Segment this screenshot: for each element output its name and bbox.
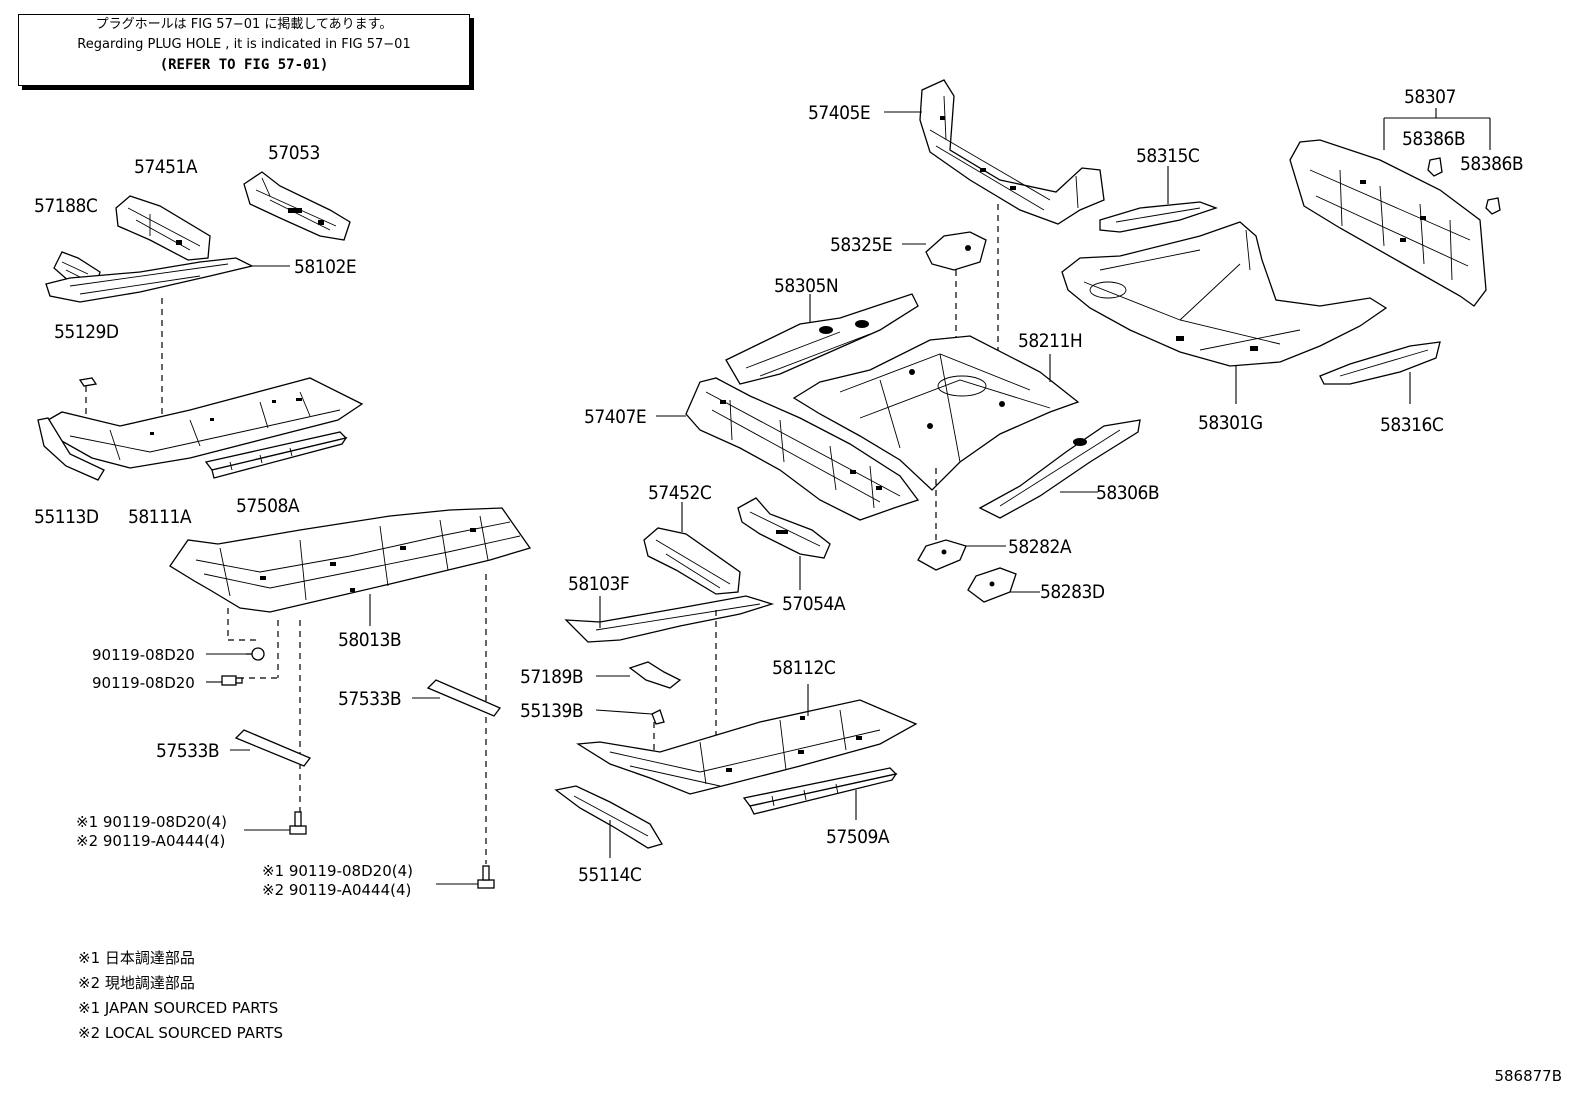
label-58103F: 58103F [568,573,629,595]
label-57407E: 57407E [584,406,646,428]
part-57533B-right-drawing [426,679,502,717]
label-58325E: 58325E [830,234,892,256]
part-57452C-drawing [643,527,741,595]
bolt-right-drawing [477,865,495,889]
label-90119-lower: 90119-08D20 [92,674,195,692]
label-58316C: 58316C [1380,414,1444,436]
part-57053-drawing [243,171,351,241]
part-57405E-drawing [919,79,1105,225]
label-58102E: 58102E [294,256,356,278]
label-58013B: 58013B [338,629,401,651]
label-57509A: 57509A [826,826,890,848]
label-55139B: 55139B [520,700,583,722]
part-57054A-drawing [737,497,831,559]
label-58111A: 58111A [128,506,192,528]
figure-number: 586877B [1494,1067,1562,1085]
part-57451A-drawing [115,195,211,261]
label-bolt-right-local: ※2 90119-A0444(4) [262,881,411,899]
part-57508A-drawing [204,431,348,479]
part-57533B-left-drawing [234,729,312,767]
part-58111A-drawing [47,377,364,469]
plug-hole-note: プラグホールは FIG 57−01 に掲載してあります。 Regarding P… [18,14,470,86]
part-55129D-drawing [78,377,98,387]
bolt-left-drawing [289,811,307,835]
label-58315C: 58315C [1136,145,1200,167]
label-58386B-right: 58386B [1460,153,1523,175]
label-58386B-left: 58386B [1402,128,1465,150]
part-58316C-drawing [1319,341,1441,385]
note-line-japanese: プラグホールは FIG 57−01 に掲載してあります。 [95,17,393,32]
label-57508A: 57508A [236,495,300,517]
label-58211H: 58211H [1018,330,1082,352]
label-58283D: 58283D [1040,581,1105,603]
bolt-lower-drawing [221,675,243,686]
label-57533B-right: 57533B [338,688,401,710]
part-58386B-left-drawing [1427,157,1443,177]
part-57189B-drawing [628,661,682,689]
part-58386B-right-drawing [1485,197,1501,215]
part-58282A-drawing [917,539,967,571]
label-58305N: 58305N [774,275,838,297]
part-58325E-drawing [925,231,987,271]
note-line-refer: (REFER TO FIG 57-01) [159,57,329,73]
part-58301G-drawing [1061,221,1388,367]
part-58013B-drawing [169,507,532,613]
part-58112C-drawing [576,699,918,795]
legend-japan-en: ※1 JAPAN SOURCED PARTS [78,999,279,1017]
label-58112C: 58112C [772,657,836,679]
label-58306B: 58306B [1096,482,1159,504]
label-57188C: 57188C [34,195,98,217]
part-57407E-drawing [685,377,920,521]
legend-local-en: ※2 LOCAL SOURCED PARTS [78,1024,283,1042]
bolt-upper-drawing [246,647,265,661]
part-57509A-drawing [742,767,898,815]
part-58307-drawing [1289,139,1487,307]
sourcing-legend: ※1 日本調達部品 ※2 現地調達部品 ※1 JAPAN SOURCED PAR… [78,946,283,1046]
label-55114C: 55114C [578,864,642,886]
label-57405E: 57405E [808,102,870,124]
label-58307: 58307 [1404,86,1456,108]
label-57189B: 57189B [520,666,583,688]
label-bolt-left-local: ※2 90119-A0444(4) [76,832,225,850]
part-58306B-drawing [978,419,1141,519]
part-55113D-drawing [37,417,105,481]
part-58211H-drawing [792,335,1080,491]
label-57533B-left: 57533B [156,740,219,762]
label-58301G: 58301G [1198,412,1263,434]
label-58282A: 58282A [1008,536,1072,558]
label-90119-upper: 90119-08D20 [92,646,195,664]
label-55129D: 55129D [54,321,119,343]
legend-japan-jp: ※1 日本調達部品 [78,949,195,967]
part-58305N-drawing [725,293,919,385]
part-58315C-drawing [1099,201,1218,233]
label-57054A: 57054A [782,593,846,615]
part-55139B-drawing [651,709,665,725]
part-58103F-drawing [564,595,775,643]
part-55114C-drawing [554,785,663,849]
label-57451A: 57451A [134,156,198,178]
label-57452C: 57452C [648,482,712,504]
label-55113D: 55113D [34,506,99,528]
part-58283D-drawing [967,567,1017,603]
legend-local-jp: ※2 現地調達部品 [78,974,195,992]
label-bolt-right-japan: ※1 90119-08D20(4) [262,862,413,880]
label-bolt-left-japan: ※1 90119-08D20(4) [76,813,227,831]
note-line-english: Regarding PLUG HOLE , it is indicated in… [77,37,411,52]
label-57053: 57053 [268,142,320,164]
